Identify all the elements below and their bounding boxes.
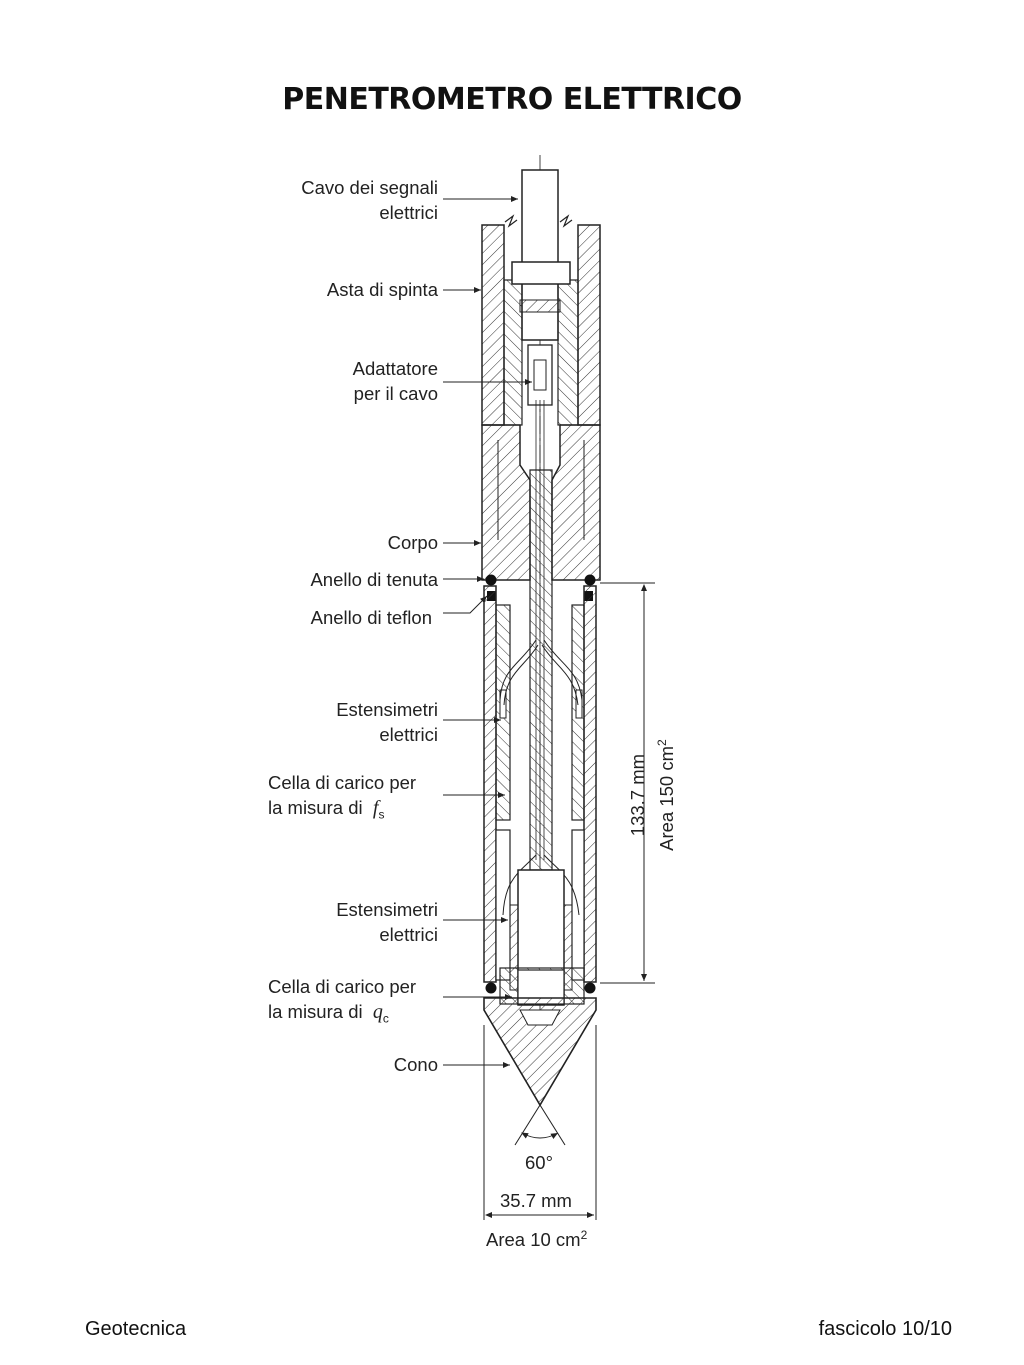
cone-area-label: Area 10 cm2: [486, 1228, 588, 1251]
sealing-ring-right: [584, 574, 596, 586]
diameter-label: 35.7 mm: [500, 1190, 572, 1211]
length-dimension: [600, 582, 655, 984]
label-load-cell-fs: Cella di carico per la misura di fs: [268, 772, 417, 822]
label-body: Corpo: [387, 532, 438, 553]
inner-shaft: [529, 400, 553, 871]
strain-gauge-wires: [499, 639, 583, 916]
signal-cable: [521, 169, 559, 341]
leader-lines: [443, 196, 532, 1068]
body: [481, 424, 601, 581]
push-rod: [481, 224, 601, 426]
cable-adapter: [511, 261, 571, 406]
angle-label: 60°: [525, 1152, 553, 1173]
qc-symbol: q: [372, 1001, 383, 1023]
label-push-rod: Asta di spinta: [326, 279, 438, 300]
cone: [483, 997, 597, 1107]
label-sealing-ring: Anello di tenuta: [310, 569, 438, 590]
footer-right: fascicolo 10/10: [818, 1318, 952, 1340]
label-teflon-ring: Anello di teflon: [310, 607, 432, 628]
label-cone: Cono: [393, 1054, 438, 1075]
page-title: PENETROMETRO ELETTRICO: [282, 82, 742, 117]
sealing-ring-left: [485, 574, 497, 586]
length-label: 133.7 mm Area 150 cm2: [626, 739, 678, 851]
tip-load-cell: [499, 869, 585, 1006]
label-load-cell-qc: Cella di carico per la misura di qc: [268, 976, 417, 1026]
fs-symbol: f: [372, 797, 379, 819]
footer-left: Geotecnica: [85, 1318, 187, 1340]
diameter-dimension: [483, 1025, 597, 1220]
friction-sleeve: [483, 585, 597, 983]
angle-annotation: [514, 1104, 566, 1146]
